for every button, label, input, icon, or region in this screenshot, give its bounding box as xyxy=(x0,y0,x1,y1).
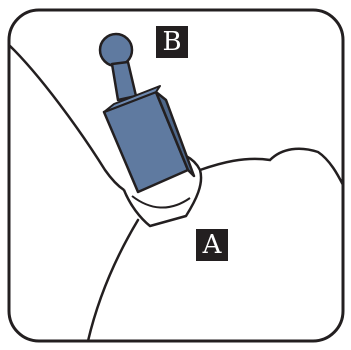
body-surface-outline xyxy=(7,43,345,343)
label-a: A xyxy=(196,229,228,261)
device-body-top xyxy=(103,85,161,113)
label-b: B xyxy=(156,26,188,58)
device-body-side xyxy=(154,90,196,178)
collar-inner-fold xyxy=(131,195,191,209)
